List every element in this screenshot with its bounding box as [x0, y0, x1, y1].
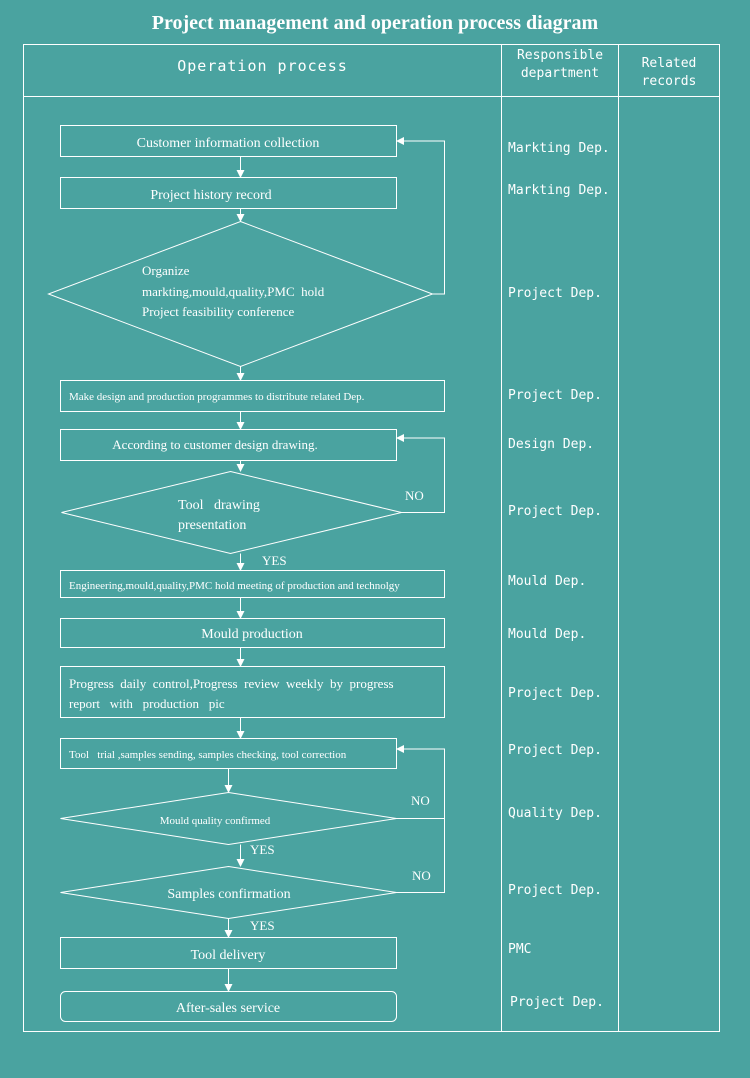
- step-6-line-2: presentation: [178, 518, 246, 533]
- yes-label-1: YES: [262, 553, 287, 568]
- dept-step-4: Project Dep.: [508, 388, 602, 403]
- step-customer-design-drawing: [60, 429, 397, 461]
- dept-step-14: Project Dep.: [510, 995, 604, 1010]
- no-label-2: NO: [411, 793, 430, 808]
- step-after-sales-service: [60, 991, 397, 1022]
- dept-step-9: Project Dep.: [508, 686, 602, 701]
- step-2-label: Project history record: [150, 188, 271, 203]
- step-progress-control: [60, 666, 445, 718]
- step-project-history-record: [60, 177, 397, 209]
- header-responsible-line-2: department: [520, 66, 600, 81]
- decision-tool-drawing-presentation: [61, 470, 402, 555]
- step-7-label: Engineering,mould,quality,PMC hold meeti…: [69, 580, 400, 592]
- dept-step-11: Quality Dep.: [508, 806, 602, 821]
- step-5-label: According to customer design drawing.: [112, 437, 317, 452]
- no-label-3: NO: [412, 868, 431, 883]
- dept-step-2: Markting Dep.: [508, 183, 610, 198]
- step-engineering-meeting: [60, 570, 445, 598]
- dept-step-7: Mould Dep.: [508, 574, 587, 589]
- yes-label-2: YES: [250, 842, 275, 857]
- header-records-line-2: records: [641, 74, 697, 89]
- loop-quality-to-step-10: [396, 745, 445, 819]
- step-10-label: Tool trial ,samples sending, samples che…: [69, 749, 347, 761]
- yes-label-3: YES: [250, 918, 275, 933]
- no-label-1: NO: [405, 488, 424, 503]
- loop-samples-to-step-10: [396, 818, 445, 893]
- header-operation-process: Operation process: [177, 57, 348, 75]
- dept-step-1: Markting Dep.: [508, 141, 610, 156]
- dept-step-12: Project Dep.: [508, 883, 602, 898]
- loop-back-to-step-1: [396, 137, 445, 295]
- step-3-line-1: Organize: [142, 263, 190, 278]
- dept-step-13: PMC: [508, 942, 532, 957]
- header-records-line-1: Related: [641, 56, 697, 71]
- step-9-line-1: Progress daily control,Progress review w…: [69, 676, 394, 691]
- step-8-label: Mould production: [201, 627, 303, 642]
- decision-mould-quality-confirmed: [60, 791, 397, 846]
- header-related-records: Related records: [619, 55, 719, 91]
- step-4-label: Make design and production programmes to…: [69, 391, 365, 403]
- step-3-line-3: Project feasibility conference: [142, 304, 295, 319]
- table-border: [23, 44, 720, 1032]
- step-12-label: Samples confirmation: [167, 887, 290, 902]
- loop-back-to-step-5: [396, 434, 445, 513]
- dept-step-6: Project Dep.: [508, 504, 602, 519]
- step-9-line-2: report with production pic: [69, 696, 225, 711]
- step-14-label: After-sales service: [176, 1001, 280, 1016]
- step-3-line-2: markting,mould,quality,PMC hold: [142, 284, 325, 299]
- step-13-label: Tool delivery: [191, 948, 266, 963]
- step-11-label: Mould quality confirmed: [160, 815, 271, 827]
- step-make-design-programmes: [60, 380, 445, 412]
- step-mould-production: [60, 618, 445, 648]
- diagram-title: Project management and operation process…: [151, 12, 599, 34]
- dept-step-10: Project Dep.: [508, 743, 602, 758]
- step-6-line-1: Tool drawing: [178, 498, 260, 513]
- step-1-label: Customer information collection: [137, 136, 320, 151]
- dept-step-8: Mould Dep.: [508, 627, 587, 642]
- dept-step-3: Project Dep.: [508, 286, 602, 301]
- dept-step-5: Design Dep.: [508, 437, 595, 452]
- header-responsible-department: Responsible department: [502, 47, 618, 83]
- table-grid: [23, 44, 720, 1032]
- header-responsible-line-1: Responsible: [516, 48, 604, 63]
